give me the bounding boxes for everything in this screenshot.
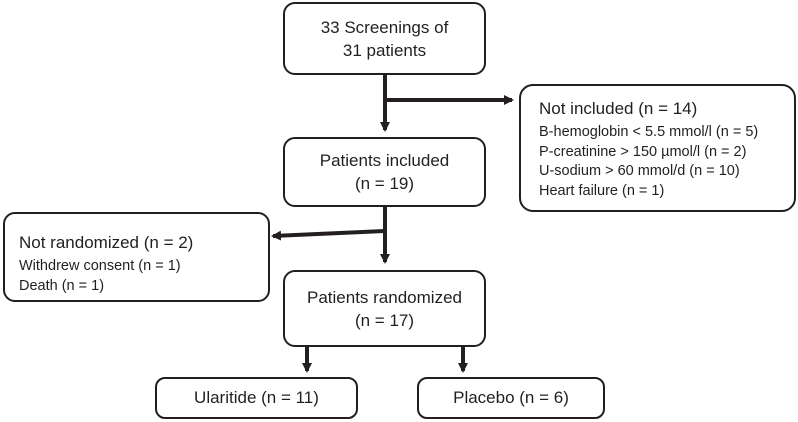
included-line2: (n = 19) <box>354 174 415 193</box>
randomized-box: Patients randomized (n = 17) <box>283 270 486 347</box>
not-randomized-item: Withdrew consent (n = 1) <box>19 258 181 274</box>
not-included-item: Heart failure (n = 1) <box>539 182 665 199</box>
not-randomized-box: Not randomized (n = 2) Withdrew consent … <box>3 212 270 302</box>
arrow-to-not-randomized <box>271 229 386 241</box>
included-line1: Patients included <box>319 151 450 170</box>
screening-line1: 33 Screenings of <box>320 17 449 37</box>
ularitide-label: Ularitide (n = 11) <box>194 388 319 407</box>
randomized-line2: (n = 17) <box>354 310 415 330</box>
screening-line2: 31 patients <box>342 40 427 60</box>
screening-box: 33 Screenings of 31 patients <box>283 2 486 75</box>
placebo-label: Placebo (n = 6) <box>453 388 569 407</box>
not-included-item: U-sodium > 60 mmol/d (n = 10) <box>539 163 740 179</box>
not-randomized-item: Death (n = 1) <box>19 277 105 294</box>
ularitide-box: Ularitide (n = 11) <box>155 377 358 419</box>
not-included-item: B-hemoglobin < 5.5 mmol/l (n = 5) <box>539 124 759 140</box>
placebo-box: Placebo (n = 6) <box>417 377 605 419</box>
not-randomized-title: Not randomized (n = 2) <box>19 233 194 252</box>
randomized-line1: Patients randomized <box>307 287 462 307</box>
not-included-title: Not included (n = 14) <box>539 99 698 118</box>
not-included-item: P-creatinine > 150 µmol/l (n = 2) <box>539 143 747 160</box>
included-box: Patients included (n = 19) <box>283 137 486 207</box>
not-included-box: Not included (n = 14) B-hemoglobin < 5.5… <box>519 84 796 212</box>
